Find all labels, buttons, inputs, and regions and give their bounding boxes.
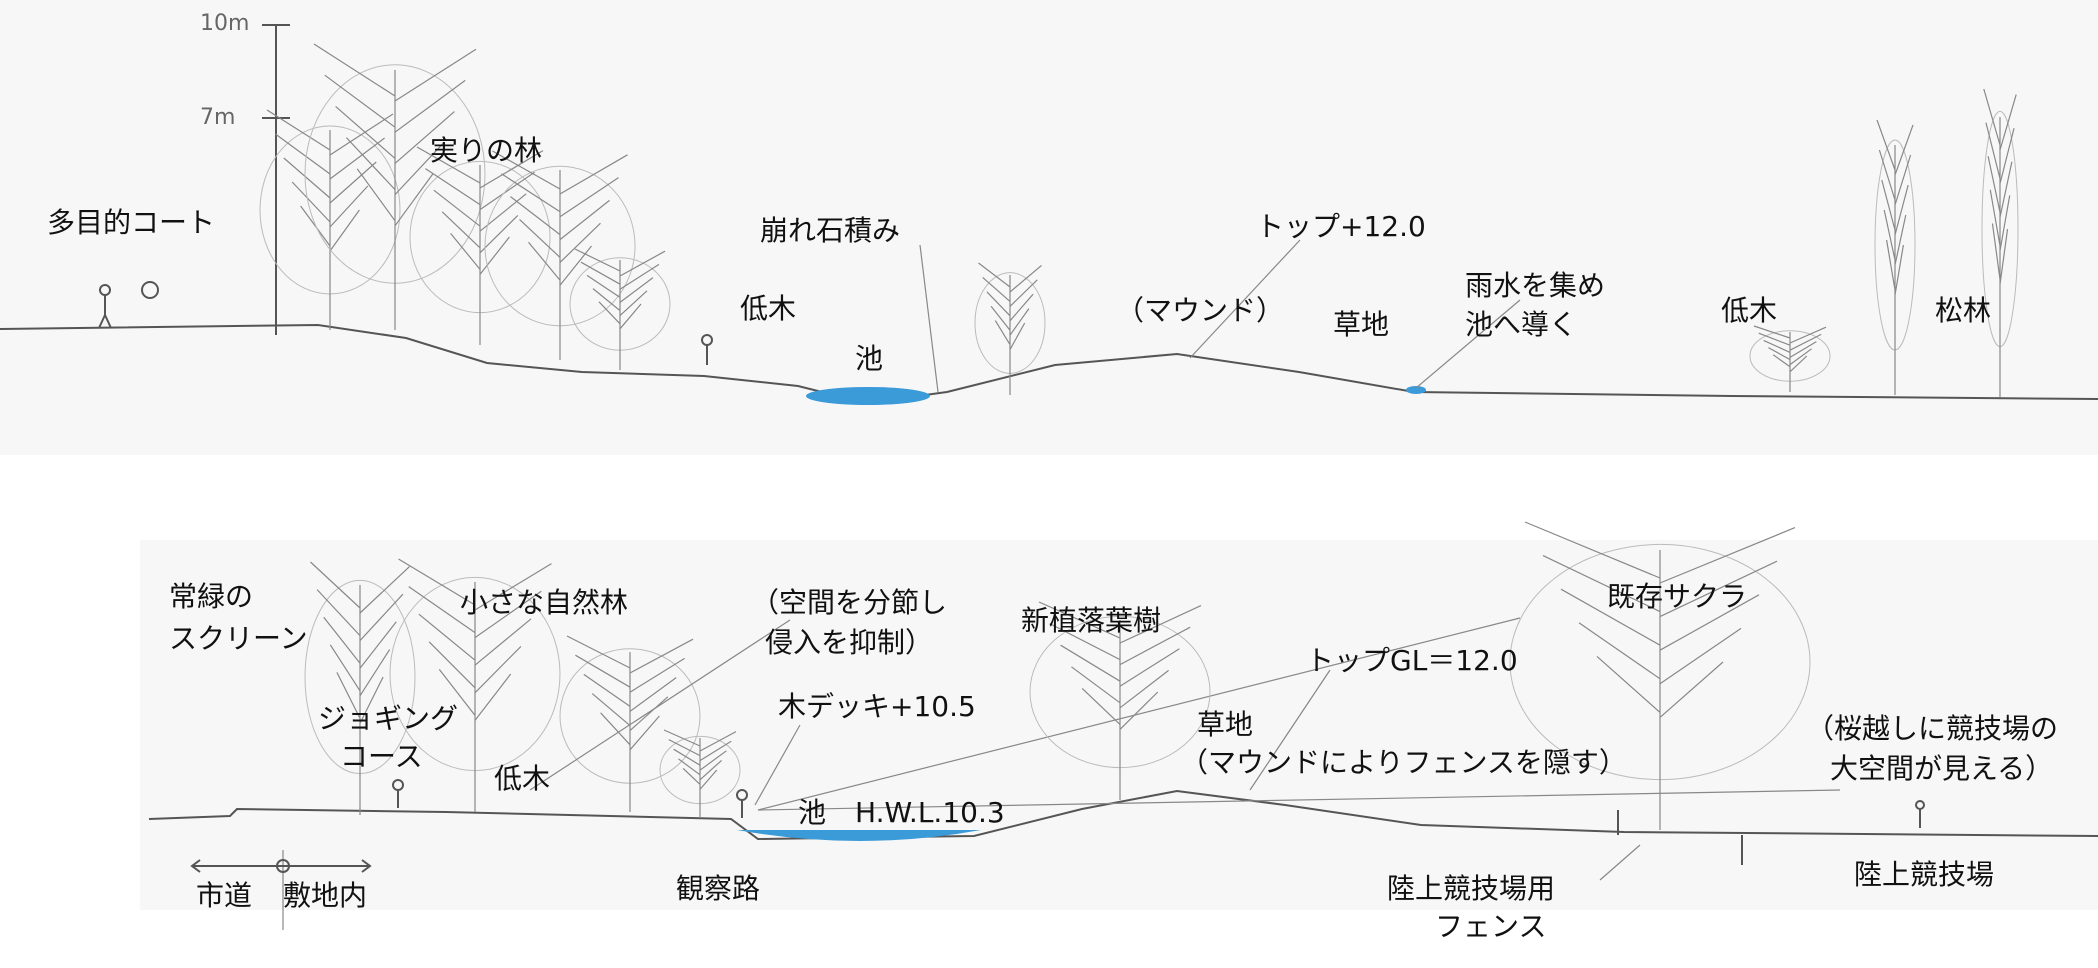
scale-label-7m: 7m xyxy=(200,105,235,130)
label-stone-wall: 崩れ石積み xyxy=(760,214,900,247)
tree-icon xyxy=(304,43,486,330)
label-grass-lower-1: 草地 xyxy=(1197,708,1253,741)
rain-channel xyxy=(1406,386,1426,394)
label-evergreen-1: 常緑の xyxy=(169,580,253,613)
label-fruit-forest: 実りの林 xyxy=(430,134,542,167)
label-pine-forest: 松林 xyxy=(1935,294,1991,327)
tree-icon xyxy=(974,262,1046,395)
person-icon xyxy=(98,281,1925,828)
label-view-2: 大空間が見える） xyxy=(1830,752,2053,785)
label-divide-2: 侵入を抑制） xyxy=(765,626,933,659)
scale-label-10m: 10m xyxy=(200,11,249,36)
road-site-arrow xyxy=(190,859,372,873)
upper-section-band xyxy=(0,0,2098,455)
label-new-trees: 新植落葉樹 xyxy=(1021,604,1161,637)
fence-post xyxy=(1617,810,1743,865)
label-grass-lower-2: （マウンドによりフェンスを隠す） xyxy=(1180,746,1627,779)
label-hwl: H.W.L.10.3 xyxy=(855,796,1005,829)
tree-icon xyxy=(304,561,416,815)
tree-icon xyxy=(1981,88,2019,397)
label-evergreen-2: スクリーン xyxy=(169,622,308,655)
label-shrubs-lower: 低木 xyxy=(494,762,550,795)
lower-ground-line xyxy=(148,789,2098,841)
tree-icon xyxy=(389,558,561,812)
tree-icon xyxy=(659,729,741,818)
label-wood-deck: 木デッキ+10.5 xyxy=(778,690,976,723)
label-fence-1: 陸上競技場用 xyxy=(1387,872,1555,905)
trees xyxy=(259,43,2019,830)
label-pond-lower: 池 xyxy=(798,796,826,829)
label-multi-court: 多目的コート xyxy=(47,206,215,239)
lower-section-band xyxy=(140,540,2098,910)
label-city-road: 市道 xyxy=(196,879,252,912)
label-rain-2: 池へ導く xyxy=(1465,308,1577,341)
label-divide-1: （空間を分節し xyxy=(751,586,947,619)
label-grass-upper: 草地 xyxy=(1333,308,1389,341)
tree-icon xyxy=(1749,325,1831,392)
label-pond-upper: 池 xyxy=(855,342,883,375)
label-top-gl: トップGL＝12.0 xyxy=(1306,644,1518,677)
label-shrubs-left: 低木 xyxy=(740,292,796,325)
label-existing-sakura: 既存サクラ xyxy=(1607,580,1747,613)
label-stadium: 陸上競技場 xyxy=(1854,858,1994,891)
label-jogging-2: コース xyxy=(340,740,423,773)
label-view-1: （桜越しに競技場の xyxy=(1806,712,2058,745)
leader-lines xyxy=(529,239,1641,881)
tree-icon xyxy=(569,248,671,370)
label-rain-1: 雨水を集め xyxy=(1465,269,1605,302)
tree-icon xyxy=(559,635,701,812)
tree-icon xyxy=(1029,601,1211,800)
height-scale-bar: 10m 7m xyxy=(200,11,290,335)
upper-pond xyxy=(806,387,930,405)
lower-pond xyxy=(737,830,981,841)
sightline-upper xyxy=(757,617,1521,811)
label-mound: （マウンド） xyxy=(1116,294,1284,327)
tree-icon xyxy=(409,146,551,345)
tree-icon xyxy=(1509,521,1811,830)
tree-icon xyxy=(484,150,636,360)
label-jogging-1: ジョギング xyxy=(318,702,458,735)
label-small-forest: 小さな自然林 xyxy=(460,586,628,619)
label-fence-2: フェンス xyxy=(1435,910,1546,943)
tree-icon xyxy=(1874,119,1916,395)
label-top-level: トップ+12.0 xyxy=(1256,210,1426,243)
label-observation-path: 観察路 xyxy=(676,872,760,905)
label-shrubs-right: 低木 xyxy=(1721,294,1777,327)
label-site-inside: 敷地内 xyxy=(283,879,367,912)
